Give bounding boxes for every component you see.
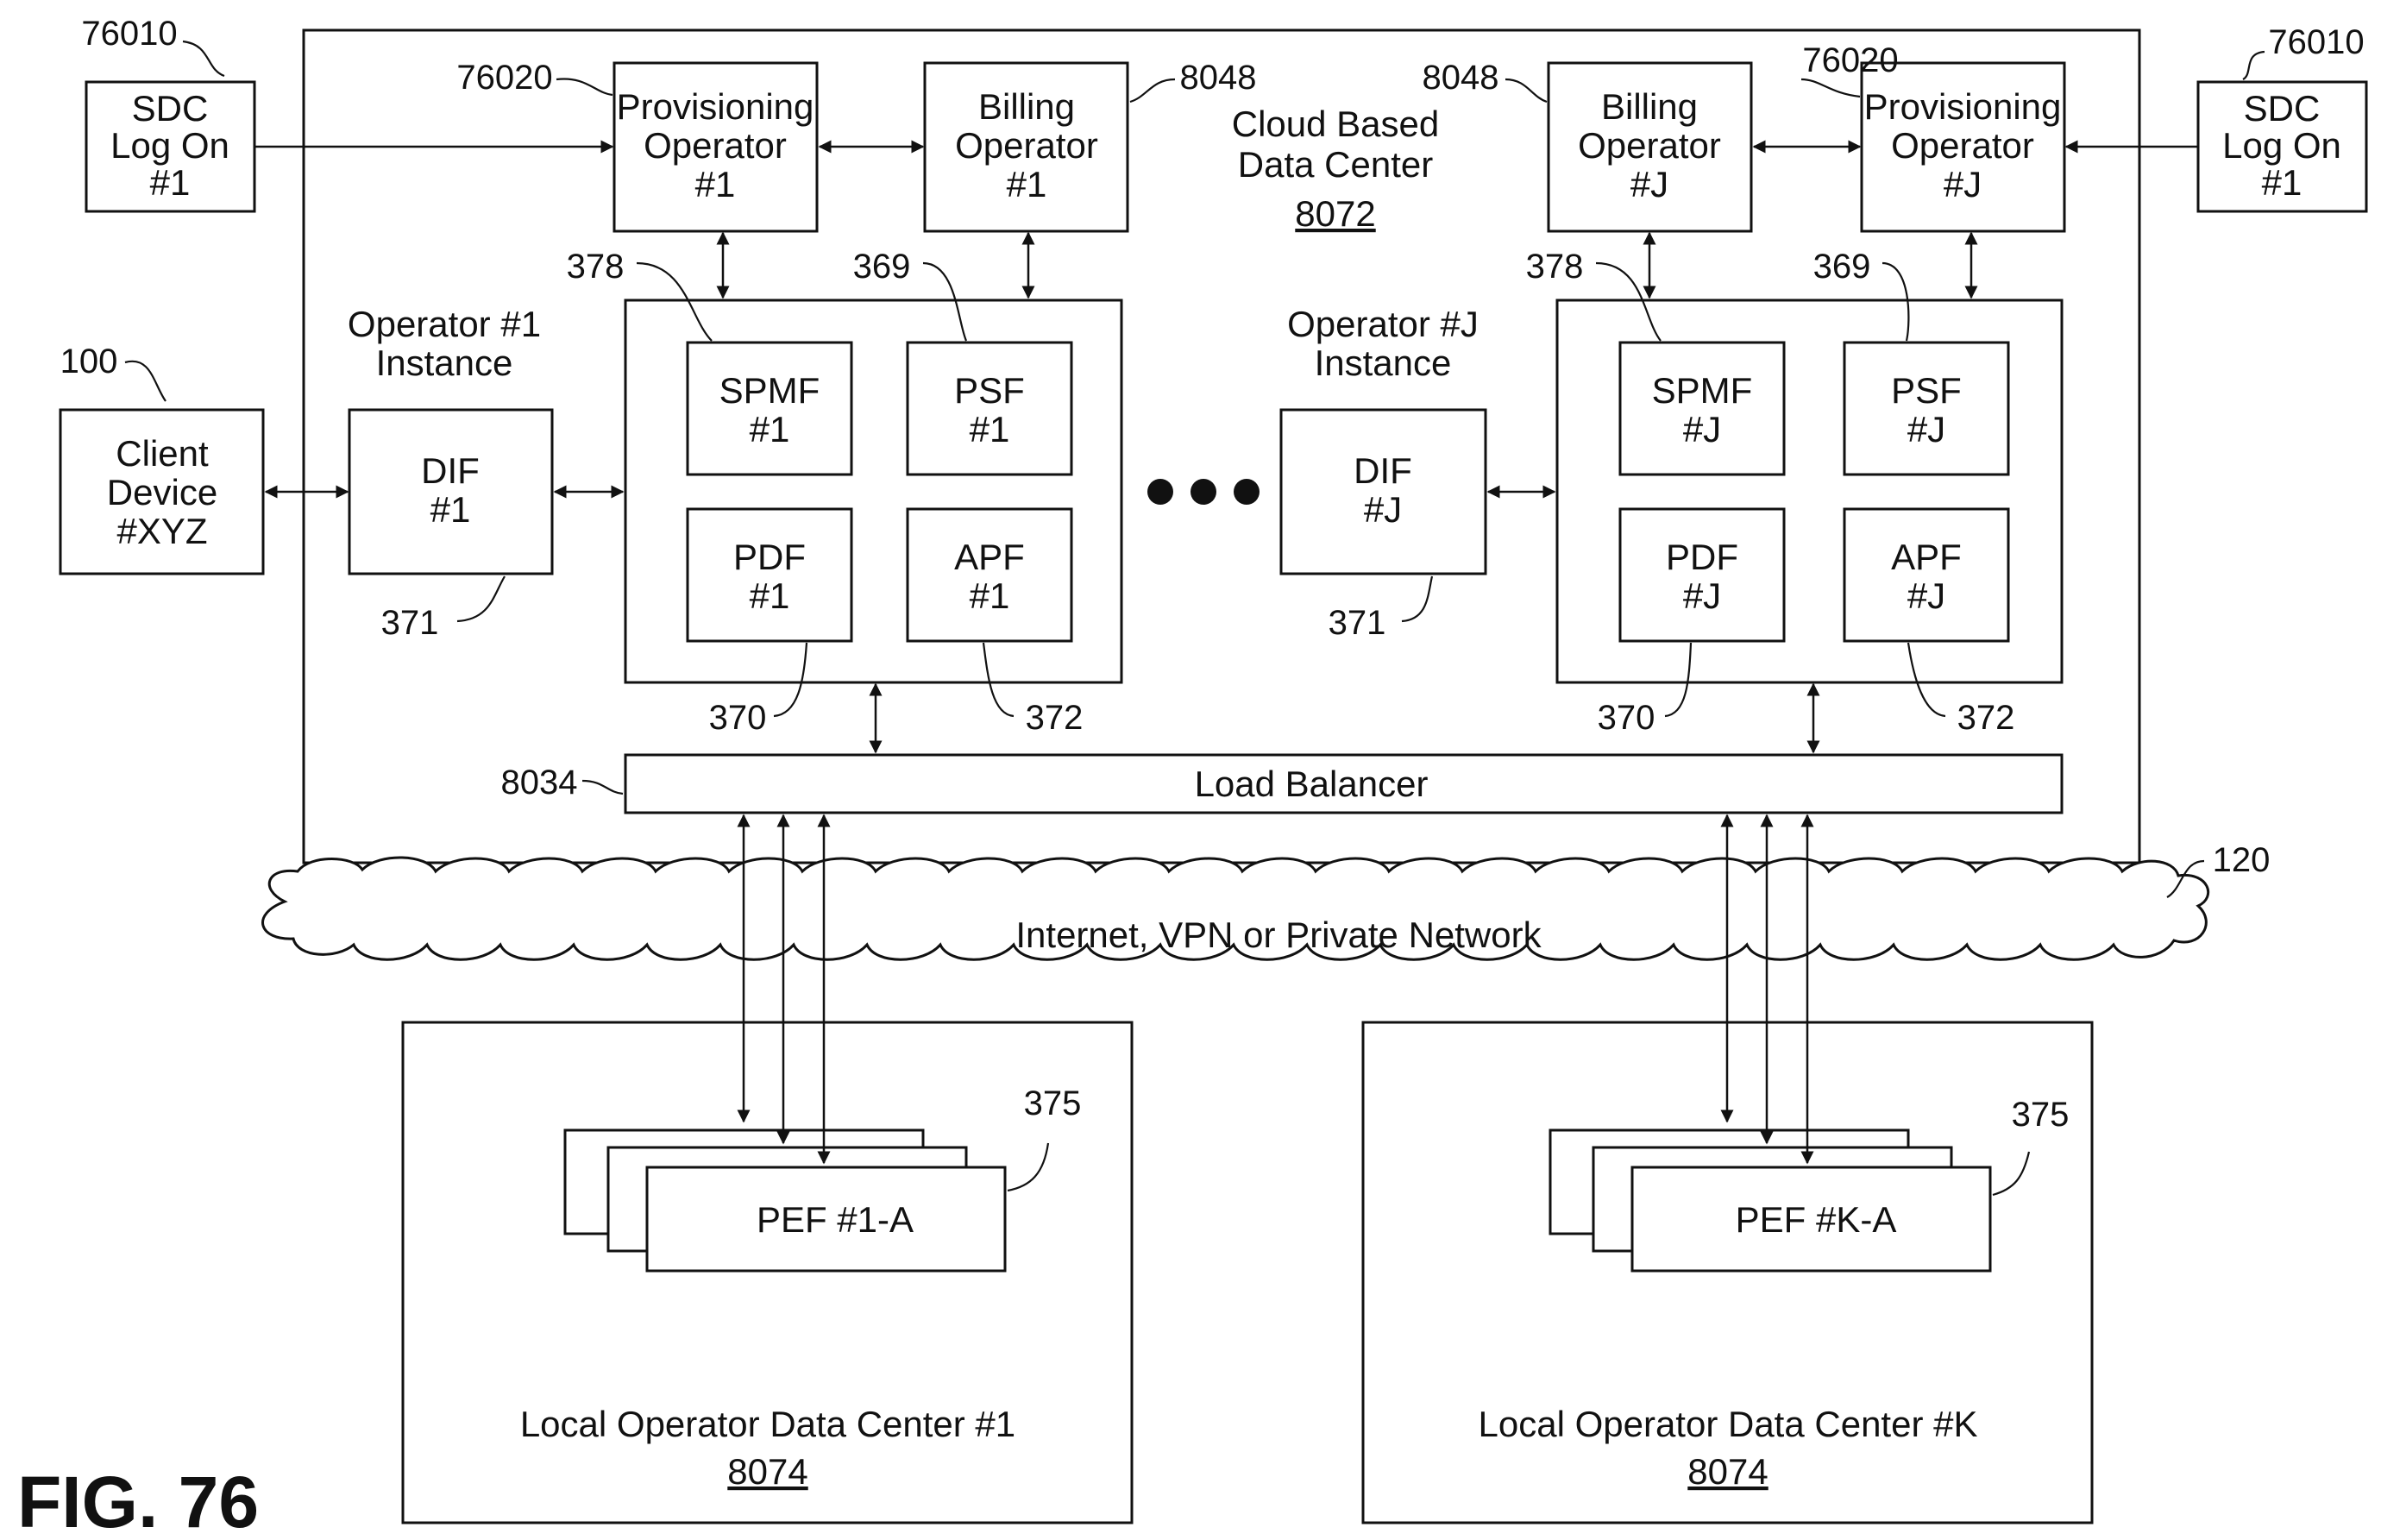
sdc-right-line2: Log On xyxy=(2222,125,2341,166)
ellipsis-dot xyxy=(1234,479,1260,505)
local-dckk-label: Local Operator Data Center #K xyxy=(1479,1404,1978,1444)
billingj-line1: Billing xyxy=(1601,86,1698,127)
leader-line xyxy=(183,41,224,76)
op1-instance-line2: Instance xyxy=(376,343,513,383)
pefk-ref: 375 xyxy=(2012,1096,2070,1134)
provj-line1: Provisioning xyxy=(1864,86,2062,127)
dif1-ref: 371 xyxy=(381,604,439,642)
network-ref: 120 xyxy=(2213,841,2271,879)
groupj-ref-pdf: 370 xyxy=(1598,699,1655,737)
pdfj-line2: #J xyxy=(1683,575,1721,616)
apf1-line1: APF xyxy=(954,537,1025,577)
sdc-right-ref: 76010 xyxy=(2268,23,2364,61)
cloud-dc-title-line2: Data Center xyxy=(1238,144,1433,185)
client-ref: 100 xyxy=(60,343,118,380)
leader-line xyxy=(2243,52,2265,79)
load-balancer-ref: 8034 xyxy=(501,764,578,801)
group1-ref-apf: 372 xyxy=(1026,699,1084,737)
local-dc1-ref: 8074 xyxy=(727,1451,807,1492)
load-balancer-label: Load Balancer xyxy=(1195,764,1429,804)
sdc-right-line1: SDC xyxy=(2244,88,2321,129)
network-label: Internet, VPN or Private Network xyxy=(1015,915,1542,955)
group1-ref-pdf: 370 xyxy=(709,699,767,737)
op1-instance-line1: Operator #1 xyxy=(348,304,541,344)
prov1-line2: Operator xyxy=(644,125,787,166)
pdf1-line2: #1 xyxy=(750,575,790,616)
apfj-line2: #J xyxy=(1907,575,1945,616)
local-dc1-label: Local Operator Data Center #1 xyxy=(520,1404,1015,1444)
ellipsis-dot xyxy=(1147,479,1173,505)
billingj-ref: 8048 xyxy=(1423,59,1499,97)
psf1-line2: #1 xyxy=(970,409,1010,449)
client-line3: #XYZ xyxy=(116,511,207,551)
leader-line xyxy=(125,361,166,401)
cloud-dc-title-line1: Cloud Based xyxy=(1232,104,1440,144)
pdf1-line1: PDF xyxy=(733,537,806,577)
spmfj-line2: #J xyxy=(1683,409,1721,449)
sdc-left-line1: SDC xyxy=(132,88,209,129)
apfj-line1: APF xyxy=(1891,537,1962,577)
client-line2: Device xyxy=(107,472,217,512)
opj-instance-line1: Operator #J xyxy=(1287,304,1479,344)
figure-label: FIG. 76 xyxy=(17,1461,259,1540)
difj-line2: #J xyxy=(1364,489,1402,530)
pef1-ref: 375 xyxy=(1024,1084,1082,1122)
sdc-left-line3: #1 xyxy=(150,162,191,203)
cloud-dc-ref: 8072 xyxy=(1295,193,1375,234)
apf1-line2: #1 xyxy=(970,575,1010,616)
groupj-ref-spmf: 378 xyxy=(1526,248,1584,286)
billing1-ref: 8048 xyxy=(1180,59,1257,97)
sdc-left-ref: 76010 xyxy=(81,15,177,53)
billingj-line3: #J xyxy=(1630,164,1668,204)
spmf1-line1: SPMF xyxy=(719,370,820,411)
psf1-line1: PSF xyxy=(954,370,1025,411)
group1-ref-spmf: 378 xyxy=(567,248,625,286)
prov1-ref: 76020 xyxy=(456,59,552,97)
client-line1: Client xyxy=(116,433,209,474)
pef1-label: PEF #1-A xyxy=(757,1199,914,1240)
local-data-center-1 xyxy=(403,1022,1132,1523)
billingj-line2: Operator xyxy=(1578,125,1721,166)
provj-ref: 76020 xyxy=(1802,41,1898,79)
groupj-ref-psf: 369 xyxy=(1813,248,1871,286)
spmf1-line2: #1 xyxy=(750,409,790,449)
local-dck-ref: 8074 xyxy=(1687,1451,1768,1492)
provj-line3: #J xyxy=(1944,164,1982,204)
ellipsis-dot xyxy=(1190,479,1216,505)
difj-ref: 371 xyxy=(1329,604,1386,642)
provj-line2: Operator xyxy=(1891,125,2034,166)
pefk-label: PEF #K-A xyxy=(1736,1199,1897,1240)
psfj-line1: PSF xyxy=(1891,370,1962,411)
spmfj-line1: SPMF xyxy=(1652,370,1753,411)
sdc-right-line3: #1 xyxy=(2262,162,2302,203)
dif1-line2: #1 xyxy=(430,489,471,530)
opj-instance-line2: Instance xyxy=(1315,343,1452,383)
prov1-line3: #1 xyxy=(695,164,736,204)
groupj-ref-apf: 372 xyxy=(1957,699,2015,737)
billing1-line1: Billing xyxy=(978,86,1075,127)
sdc-left-line2: Log On xyxy=(110,125,229,166)
difj-line1: DIF xyxy=(1354,450,1412,491)
group1-ref-psf: 369 xyxy=(853,248,911,286)
psfj-line2: #J xyxy=(1907,409,1945,449)
billing1-line3: #1 xyxy=(1007,164,1047,204)
billing1-line2: Operator xyxy=(955,125,1098,166)
dif1-line1: DIF xyxy=(421,450,480,491)
pdfj-line1: PDF xyxy=(1666,537,1738,577)
prov1-line1: Provisioning xyxy=(617,86,814,127)
